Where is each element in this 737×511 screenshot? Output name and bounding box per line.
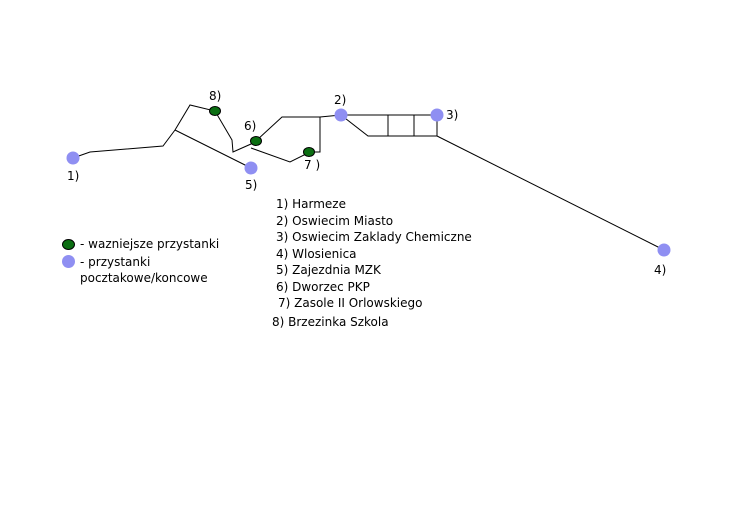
legend-major-label: - wazniejsze przystanki <box>80 237 220 251</box>
route-segment-ladder-bottom <box>340 114 437 137</box>
stop-number-6: 6) <box>244 119 256 133</box>
stop-marker-1[interactable] <box>66 151 80 165</box>
stop-number-4: 4) <box>654 263 666 277</box>
stop-number-7: 7 ) <box>304 158 320 172</box>
stop-list-item: 8) Brzezinka Szkola <box>272 314 389 329</box>
route-segment-fork-zajezdnia <box>174 129 252 169</box>
stop-marker-4[interactable] <box>657 243 671 257</box>
stop-number-3: 3) <box>446 108 458 122</box>
stop-marker-6[interactable] <box>250 136 262 146</box>
terminal-stop-icon <box>62 255 75 268</box>
stop-marker-5[interactable] <box>244 161 258 175</box>
legend-terminal-label-2: pocztakowe/koncowe <box>80 271 208 285</box>
stop-list-item: 1) Harmeze <box>276 197 346 211</box>
stop-number-5: 5) <box>245 178 257 192</box>
legend-major: - wazniejsze przystanki <box>60 236 219 252</box>
stop-list-item: 2) Oswiecim Miasto <box>276 213 394 228</box>
route-segment-harmeze-branch <box>72 104 321 163</box>
stop-marker-7[interactable] <box>303 147 315 157</box>
stop-list-item: 6) Dworzec PKP <box>276 279 370 294</box>
stop-list-item: 7) Zasole II Orlowskiego <box>278 296 423 310</box>
legend-terminal: - przystanki <box>60 254 219 270</box>
stop-list-item: 5) Zajezdnia MZK <box>276 263 381 277</box>
stop-marker-2[interactable] <box>334 108 348 122</box>
stop-number-1: 1) <box>67 169 79 183</box>
stop-list-item: 4) Wlosienica <box>276 246 357 261</box>
stop-marker-8[interactable] <box>209 106 221 116</box>
stop-list-item: 3) Oswiecim Zaklady Chemiczne <box>276 230 472 244</box>
legend-terminal-label-1: - przystanki <box>80 255 151 269</box>
route-segment-to-wlosienica <box>436 135 665 251</box>
major-stop-icon <box>62 239 75 250</box>
stop-number-2: 2) <box>334 93 346 107</box>
legend: - wazniejsze przystanki - przystanki poc… <box>60 236 219 286</box>
stop-number-8: 8) <box>209 89 221 103</box>
stop-marker-3[interactable] <box>430 108 444 122</box>
stop-list: 1) Harmeze 2) Oswiecim Miasto 3) Oswieci… <box>272 196 472 330</box>
